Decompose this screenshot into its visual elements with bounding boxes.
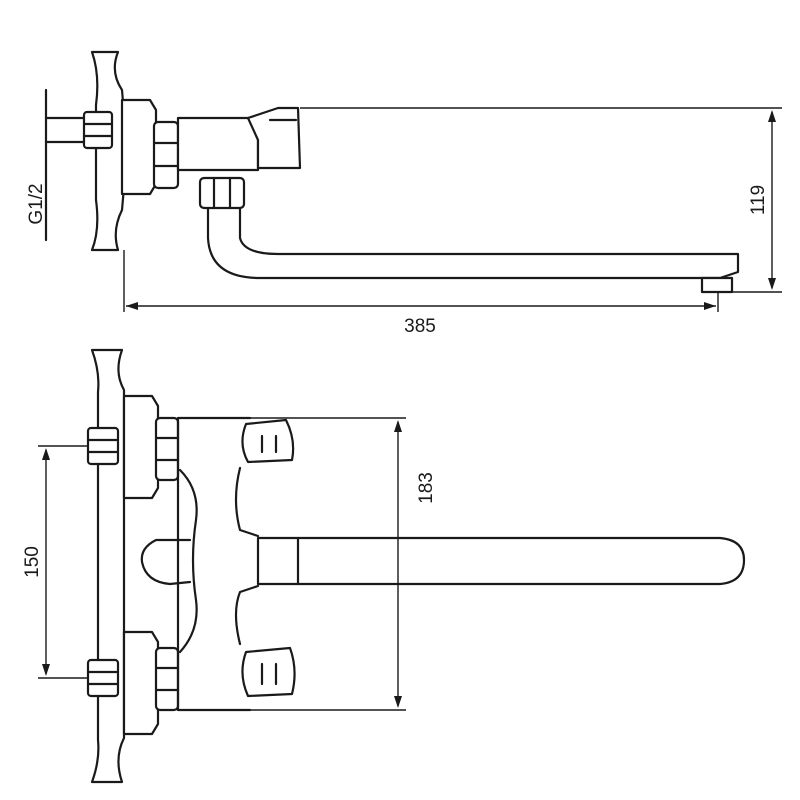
front-upper-eccentric-nut: [86, 426, 120, 466]
side-union-nut: [152, 120, 180, 190]
dim-119-arrow-bottom: [768, 278, 776, 290]
side-cup: [120, 98, 158, 196]
side-lever: [246, 106, 302, 170]
dim-183-arrow-top: [394, 420, 402, 432]
side-view: 119 385 G1/2: [26, 50, 782, 337]
thread-label: G1/2: [26, 183, 47, 224]
dim-150-arrow-bottom: [42, 664, 50, 676]
front-body-inner: [234, 466, 260, 646]
front-body-contour: [178, 468, 198, 654]
front-view: 183 150: [22, 348, 746, 784]
dim-385-arrow-left: [126, 302, 138, 310]
dim-385-arrow-right: [704, 302, 716, 310]
dim-385-label: 385: [404, 316, 436, 337]
front-upper-handle: [241, 418, 295, 464]
side-spout: [206, 206, 740, 280]
dim-183-arrow-bottom: [394, 696, 402, 708]
side-aerator: [700, 276, 734, 294]
dim-183-label: 183: [416, 472, 437, 504]
front-lower-union-nut: [154, 646, 180, 712]
front-spout: [256, 536, 746, 586]
dim-119-label: 119: [748, 185, 769, 215]
side-wall-flange: [90, 50, 127, 252]
front-upper-cup: [122, 394, 160, 500]
dim-150-arrow-top: [42, 448, 50, 460]
front-mixer-body: [176, 416, 252, 712]
side-inlet-pipe: [44, 116, 92, 144]
front-lower-cup: [122, 630, 160, 736]
front-wall-plate: [90, 348, 126, 784]
side-mixer-body: [176, 116, 260, 172]
front-lower-eccentric-nut: [86, 658, 120, 698]
dim-119-arrow-top: [768, 110, 776, 122]
side-spout-nut: [198, 176, 246, 210]
side-eccentric-nut: [82, 110, 114, 150]
front-upper-union-nut: [154, 416, 180, 482]
dim-150-label: 150: [22, 546, 43, 578]
front-lower-handle: [241, 646, 296, 698]
front-side-knob: [140, 538, 192, 586]
